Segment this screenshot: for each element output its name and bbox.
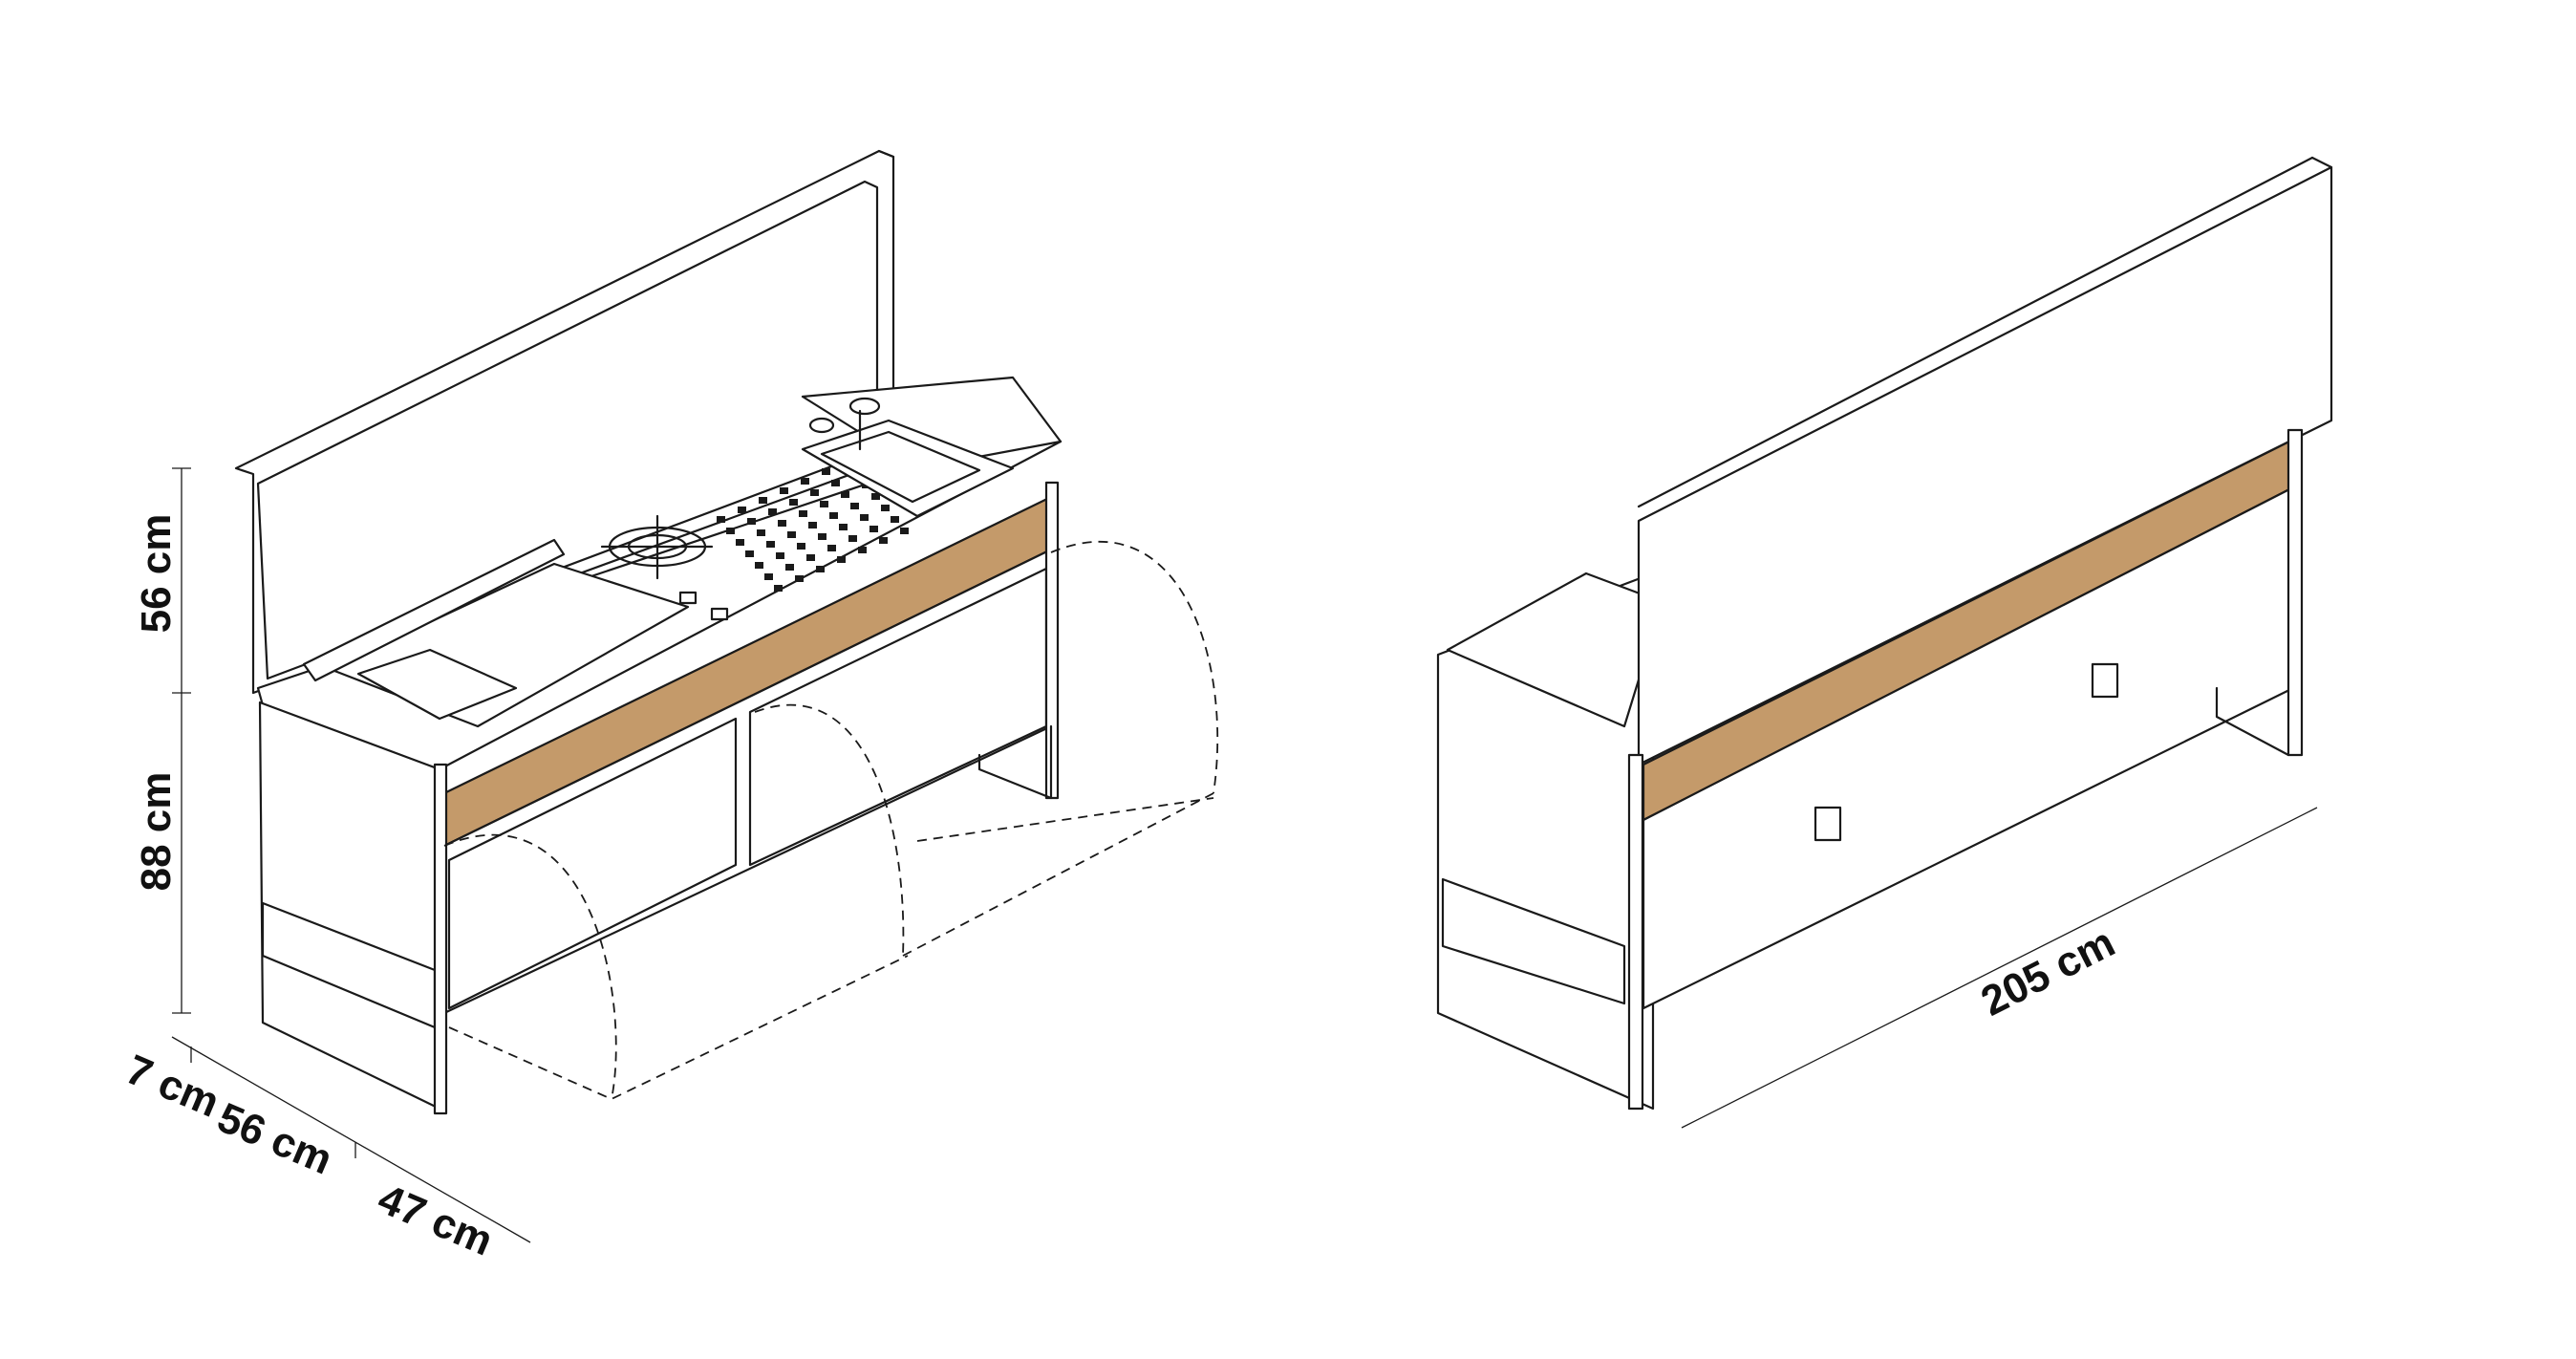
drainer-hole (745, 550, 754, 557)
drainer-hole (810, 489, 819, 496)
dim-height-lower-label: 88 cm (133, 772, 180, 892)
drainer-hole (871, 493, 880, 500)
drainer-hole (829, 512, 838, 519)
raised-lid (234, 149, 895, 695)
drainer-hole (869, 526, 878, 532)
cooktop (302, 397, 1015, 728)
drainer-hole (759, 497, 767, 504)
drainer-hole (755, 562, 763, 569)
drainer-hole (900, 528, 909, 534)
drainer-hole (818, 533, 826, 540)
drainer-hole (801, 478, 809, 485)
dim-width-line (1681, 807, 2318, 1129)
gas-burner-icon (600, 514, 714, 580)
drainer-hole (789, 499, 798, 506)
back-view-kitchen: 205 cm (1436, 156, 2333, 1129)
drainer-hole (717, 516, 725, 523)
drainer-hole (799, 510, 807, 517)
drainer-hole (831, 480, 840, 486)
drainer-hole (778, 520, 786, 527)
drainer-hole (766, 541, 775, 548)
front-view-kitchen: 56 cm 88 cm 7 cm 56 cm 47 cm (119, 149, 1219, 1265)
drainer-hole (776, 552, 784, 559)
drainer-hole (820, 501, 828, 507)
dim-depth-open-label: 47 cm (372, 1176, 500, 1265)
drawer-swing-arcs (443, 540, 1219, 1100)
drainer-hole (764, 573, 773, 580)
drainer-hole (827, 545, 836, 551)
drainer-hole (726, 528, 735, 534)
drainer-hole (841, 491, 849, 498)
tap-icon (808, 397, 881, 434)
drainer-hole (891, 516, 899, 523)
drainer-hole (768, 508, 777, 515)
drainer-hole (780, 487, 788, 494)
drainer-hole (879, 537, 888, 544)
drainer-hole (806, 554, 815, 561)
drainer-hole (881, 505, 890, 511)
drainer-hole (858, 547, 867, 553)
vent-grille-icon (2091, 662, 2119, 699)
drainer-hole (822, 468, 830, 475)
drainer-hole (808, 522, 817, 528)
vent-grille-icon (1814, 806, 1842, 842)
drainer-hole (757, 529, 765, 536)
drainer-hole (848, 535, 857, 542)
drainer-hole (816, 566, 825, 572)
drainer-hole (795, 575, 804, 582)
drainer-hole (738, 507, 746, 513)
dim-depth-cabinet-label: 56 cm (211, 1094, 339, 1184)
perforated-drainer (717, 459, 909, 592)
drainer-hole (850, 503, 859, 509)
sink (801, 409, 1015, 518)
knob-icon (710, 607, 729, 621)
grill-plate (356, 648, 518, 721)
drainer-hole (785, 564, 794, 571)
drainer-hole (736, 539, 744, 546)
dim-width-label: 205 cm (1974, 918, 2122, 1025)
knob-icon (678, 591, 698, 605)
drainer-hole (747, 518, 756, 525)
drainer-hole (837, 556, 846, 563)
drainer-hole (774, 585, 783, 592)
drainer-hole (860, 514, 869, 521)
drainer-hole (797, 543, 805, 550)
front-dimension-lines (171, 467, 531, 1243)
drainer-hole (787, 531, 796, 538)
dim-height-upper-label: 56 cm (133, 514, 180, 634)
drainer-hole (839, 524, 848, 530)
